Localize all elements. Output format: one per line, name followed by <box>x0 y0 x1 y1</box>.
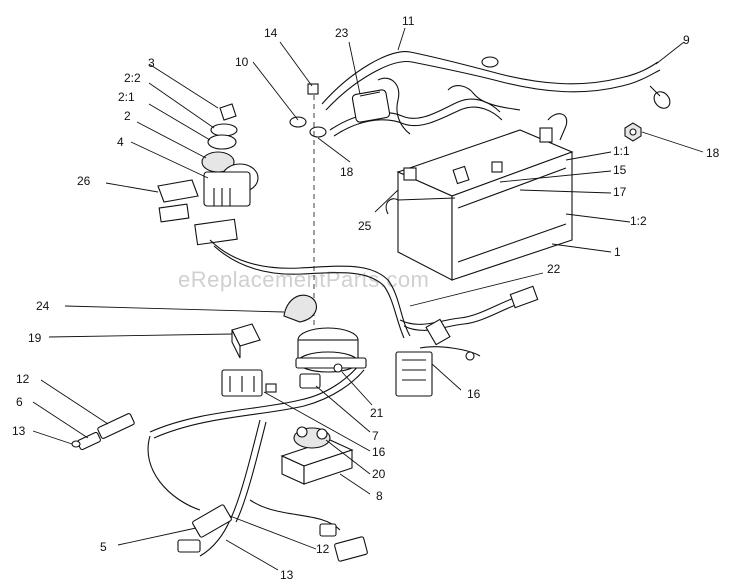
watermark-text: eReplacementParts.com <box>178 267 429 292</box>
callout-2-1: 2:1 <box>118 90 135 104</box>
callout-6: 6 <box>16 395 23 409</box>
relay <box>231 323 261 359</box>
connector-26 <box>157 179 238 246</box>
battery-cables <box>321 51 671 137</box>
boot-24 <box>283 294 318 323</box>
callout-15: 15 <box>613 163 627 177</box>
callout-16-right: 16 <box>467 387 481 401</box>
ignition-switch-assembly <box>201 103 259 207</box>
callout-18-left: 18 <box>340 165 354 179</box>
battery <box>396 127 574 281</box>
callout-26: 26 <box>77 174 91 188</box>
connector-12-bottom <box>177 504 368 562</box>
callout-1-2: 1:2 <box>630 214 647 228</box>
callout-16-left: 16 <box>372 445 386 459</box>
callout-13-bottom: 13 <box>280 568 294 582</box>
battery-clamp-hook <box>547 113 568 141</box>
callout-10: 10 <box>235 55 249 69</box>
nut-18 <box>624 122 642 142</box>
callout-1-1: 1:1 <box>613 144 630 158</box>
callout-3: 3 <box>148 56 155 70</box>
leader-lines <box>32 27 704 571</box>
callout-1: 1 <box>614 245 621 259</box>
connector-block <box>221 369 321 397</box>
callout-9: 9 <box>683 33 690 47</box>
callout-20: 20 <box>372 467 386 481</box>
callout-12-left: 12 <box>16 372 30 386</box>
connector-12-left <box>71 413 135 451</box>
callout-22: 22 <box>547 262 561 276</box>
callout-4: 4 <box>117 135 124 149</box>
callout-21: 21 <box>370 406 384 420</box>
callout-5: 5 <box>100 540 107 554</box>
callout-2: 2 <box>124 109 131 123</box>
solenoid <box>295 327 367 373</box>
terminal-boot <box>351 89 391 123</box>
bolt-and-nut <box>289 83 327 138</box>
callout-labels: 3 2:2 2:1 2 4 26 10 14 23 11 9 18 18 25 … <box>12 14 720 582</box>
connector-22 <box>465 285 539 361</box>
callout-23: 23 <box>335 26 349 40</box>
fuse-block <box>395 318 451 397</box>
callout-11: 11 <box>402 14 415 28</box>
callout-12-bottom: 12 <box>316 542 330 556</box>
callout-19: 19 <box>28 331 42 345</box>
callout-25: 25 <box>358 219 372 233</box>
callout-24: 24 <box>36 299 50 313</box>
callout-17: 17 <box>613 185 627 199</box>
callout-13-left: 13 <box>12 424 26 438</box>
callout-14: 14 <box>264 26 278 40</box>
battery-hold-down-rod <box>385 197 456 215</box>
callout-18-right: 18 <box>706 146 720 160</box>
callout-7: 7 <box>372 429 379 443</box>
callout-2-2: 2:2 <box>124 71 141 85</box>
callout-8: 8 <box>376 489 383 503</box>
